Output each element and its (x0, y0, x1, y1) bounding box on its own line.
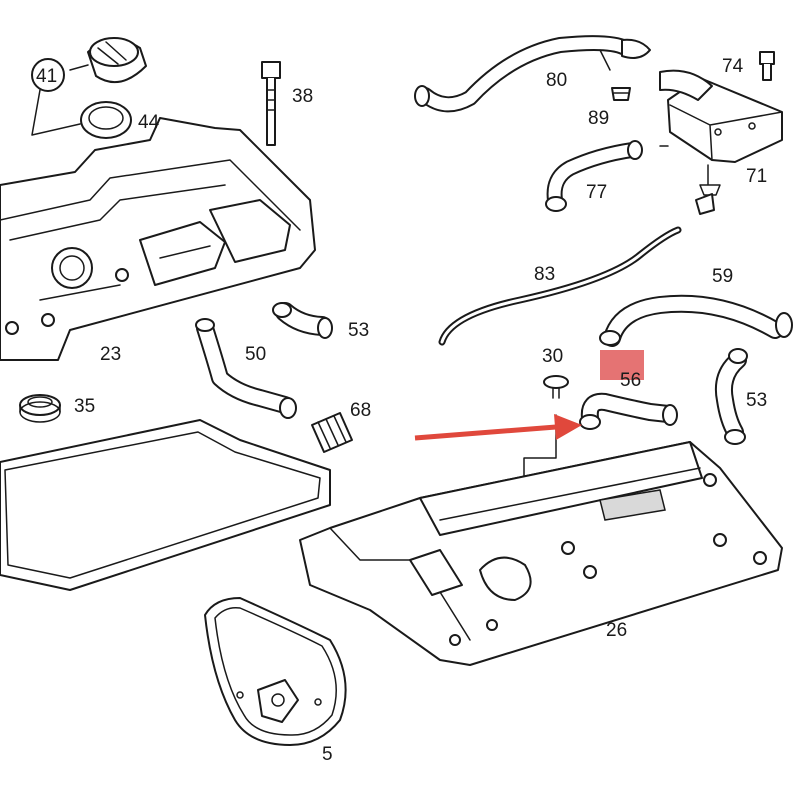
part-30-cap-plug (543, 375, 569, 399)
part-44-o-ring (80, 101, 132, 139)
part-50-hose (195, 318, 297, 419)
part-77-hose (545, 140, 669, 212)
part-5-front-cover (204, 597, 347, 746)
part-23-valve-cover (0, 117, 316, 361)
callout-77: 77 (586, 182, 607, 203)
callout-83: 83 (534, 264, 555, 285)
callout-74: 74 (722, 56, 744, 77)
valve-cover-gasket (0, 419, 331, 591)
part-80-breather-hose (414, 35, 651, 113)
callout-30: 30 (542, 346, 563, 367)
part-38-bolt (261, 61, 281, 146)
callout-41-leader (31, 64, 89, 136)
callout-23: 23 (100, 344, 121, 365)
callout-41: 41 (36, 66, 57, 87)
part-56-hose (579, 392, 678, 430)
part-35-seal-ring (19, 394, 61, 423)
callout-59: 59 (712, 266, 733, 287)
part-68-check-valve (311, 412, 353, 453)
callout-80: 80 (546, 70, 567, 91)
part-89-plug (611, 87, 631, 101)
part-26-cylinder-head-cover (299, 441, 783, 666)
callout-44: 44 (138, 112, 160, 133)
part-74-screw (759, 51, 775, 81)
highlight-box (600, 350, 644, 380)
callout-41-circle (31, 58, 65, 92)
callout-35: 35 (74, 396, 95, 417)
callout-5: 5 (322, 744, 333, 765)
part-59-hose (599, 294, 793, 347)
callout-56: 56 (620, 370, 641, 391)
callout-89: 89 (588, 108, 609, 129)
part-53-elbow-left (272, 302, 333, 339)
callout-50: 50 (245, 344, 266, 365)
part-71-oil-separator (659, 69, 783, 215)
callout-53-left: 53 (348, 320, 369, 341)
callout-26: 26 (606, 620, 627, 641)
part-41-oil-filler-cap (87, 37, 147, 84)
callout-71: 71 (746, 166, 767, 187)
pointer-arrow (414, 414, 582, 441)
part-83-vent-line (438, 226, 682, 346)
callout-53-right: 53 (746, 390, 767, 411)
callout-68: 68 (350, 400, 371, 421)
part-53-elbow-right (714, 348, 748, 445)
callout-38: 38 (292, 86, 313, 107)
